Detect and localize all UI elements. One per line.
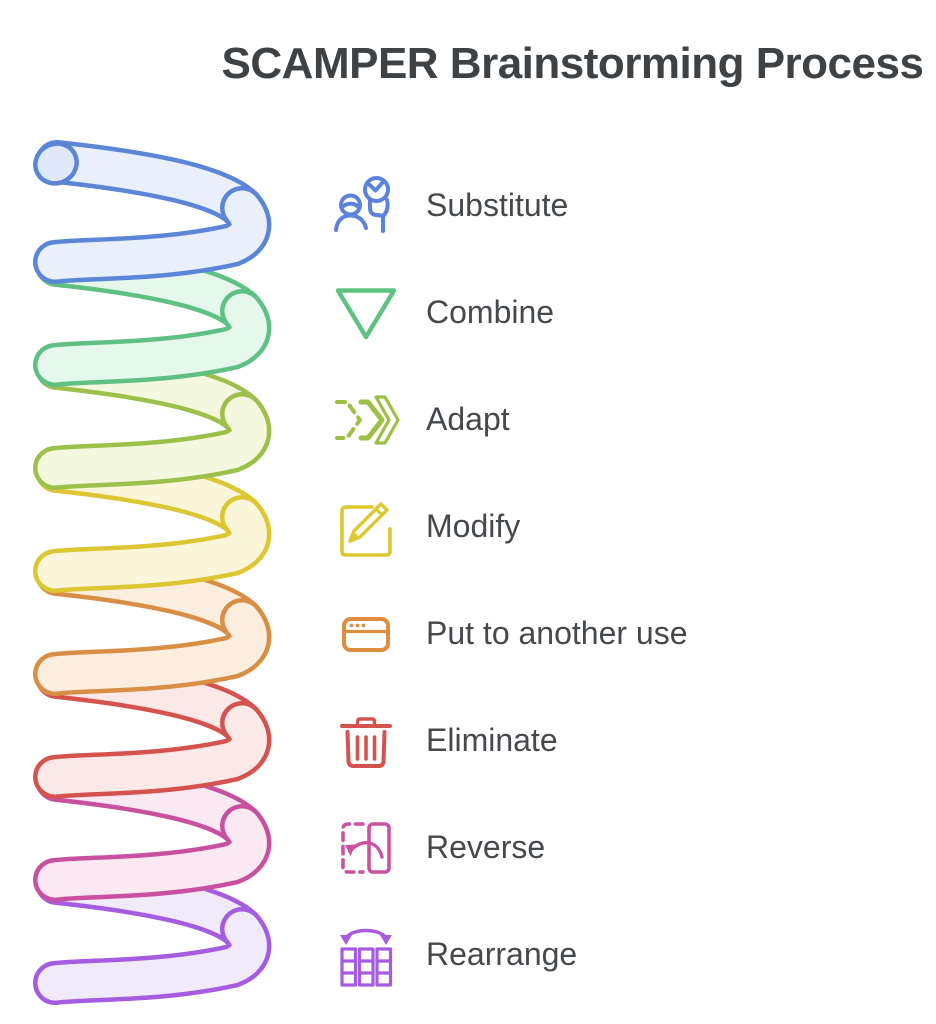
list-item-reverse: Reverse [328,794,688,901]
list-item-rearrange: Rearrange [328,901,688,1008]
flip-undo-icon [328,810,404,886]
item-label-reverse: Reverse [426,829,546,865]
item-label-rearrange: Rearrange [426,936,578,972]
triangle-down-icon [328,275,404,351]
spiral-spring-graphic [33,140,272,1005]
spiral-coil-8-front-fill [37,911,267,1001]
spiral-coil-1-front-fill [37,190,267,280]
list-item-eliminate: Eliminate [328,687,688,794]
list-item-substitute: Substitute [328,152,688,259]
list-item-combine: Combine [328,259,688,366]
item-label-put-to-another-use: Put to another use [426,615,688,651]
spiral-coil-5-front-fill [37,602,267,692]
chevrons-forward-icon [328,382,404,458]
browser-card-icon [328,596,404,672]
trash-icon [328,703,404,779]
scamper-list: Substitute Combine Adapt Modify Put to a… [328,152,688,1008]
item-label-substitute: Substitute [426,187,569,223]
list-item-adapt: Adapt [328,366,688,473]
spiral-end-cap [33,141,79,186]
list-item-put-to-another-use: Put to another use [328,580,688,687]
edit-square-pencil-icon [328,489,404,565]
rearrange-columns-icon [328,917,404,993]
spiral-coil-7-front-fill [37,808,267,898]
spiral-coil-6-front-fill [37,705,267,795]
list-item-modify: Modify [328,473,688,580]
spiral-coil-3-front-fill [37,396,267,486]
item-label-adapt: Adapt [426,401,510,437]
item-label-eliminate: Eliminate [426,722,558,758]
people-icon [328,168,404,244]
spiral-coil-2-front-fill [37,293,267,383]
item-label-modify: Modify [426,508,521,544]
spiral-coil-4-front-fill [37,499,267,589]
page-title: SCAMPER Brainstorming Process [221,39,924,88]
item-label-combine: Combine [426,294,555,330]
